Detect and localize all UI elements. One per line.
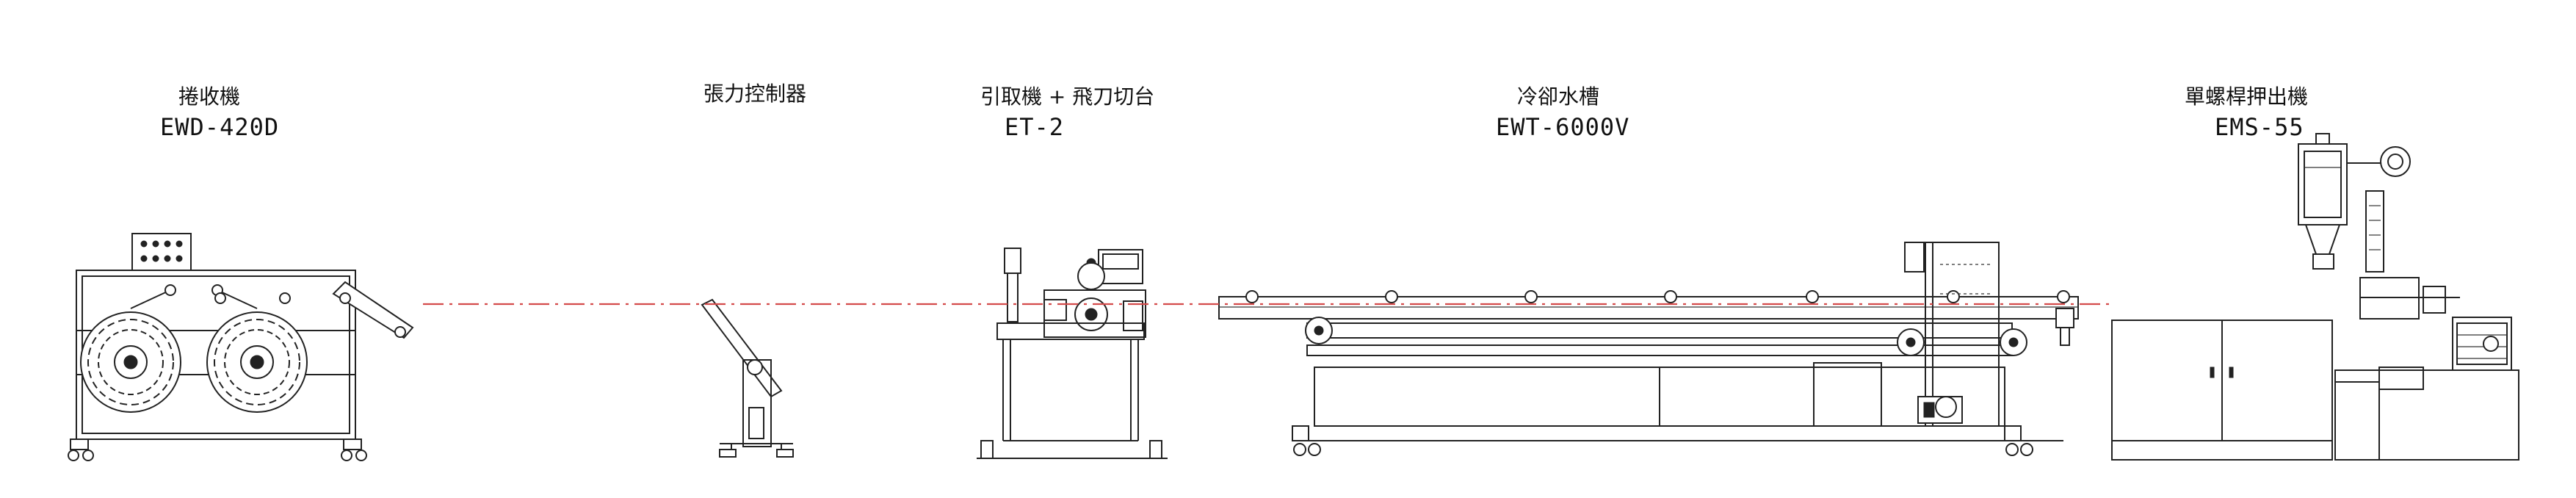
winder-reel-right — [206, 311, 308, 413]
winder-control-box — [131, 233, 192, 271]
tension-controller-drawing — [701, 298, 794, 458]
haul-off-cutter-name: 引取機 + 飛刀切台 — [980, 84, 1155, 109]
cooling-tank-drawing — [1218, 242, 2079, 456]
haul-off-cutter-drawing — [977, 248, 1168, 459]
winder-drawing — [68, 233, 414, 461]
tension-controller-name: 張力控制器 — [703, 82, 807, 106]
extruder-name: 單螺桿押出機 — [2185, 84, 2309, 109]
cooling-tank-name: 冷卻水槽 — [1517, 84, 1600, 109]
winder-reel-left — [80, 311, 181, 413]
extruder-drawing — [2111, 133, 2519, 461]
winder-name: 捲收機 — [178, 84, 241, 109]
winder-model: EWD-420D — [160, 113, 280, 141]
haul-off-cutter-model: ET-2 — [1005, 113, 1065, 141]
winder-chute — [332, 281, 414, 339]
cooling-tank-model: EWT-6000V — [1496, 113, 1630, 141]
extruder-model: EMS-55 — [2215, 113, 2304, 141]
extruder-hopper — [2298, 143, 2348, 225]
